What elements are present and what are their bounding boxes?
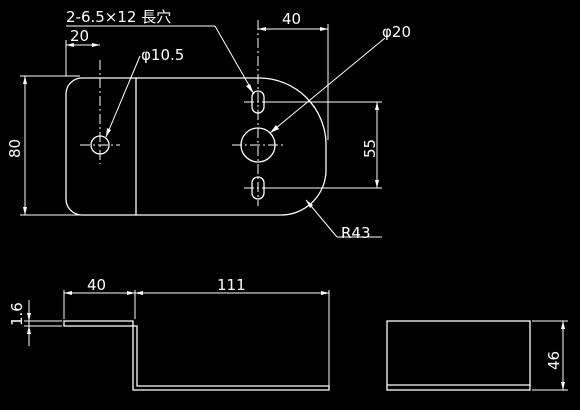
front-dim-40-arrow-l xyxy=(64,291,72,295)
radius-leader-arrow xyxy=(306,200,313,208)
dim-40-arrow-l xyxy=(258,27,266,31)
dim-slot-spacing-text: 40 xyxy=(282,10,301,28)
plan-view: 20 2-6.5×12 長穴 40 φ20 φ10.5 80 55 xyxy=(6,8,411,242)
dim-40-arrow-r xyxy=(320,27,328,31)
dim-height-text: 80 xyxy=(6,139,24,158)
small-hole-leader-arrow xyxy=(106,128,111,137)
side-outline xyxy=(386,320,531,391)
slot-leader-arrow xyxy=(246,84,254,94)
front-view: 40 111 1.6 xyxy=(8,276,330,391)
dim-80-arrow-b xyxy=(23,207,27,215)
dim-20-arrow-r xyxy=(92,43,100,47)
slot-callout-text: 2-6.5×12 長穴 xyxy=(66,8,171,26)
front-dim-111-arrow-l xyxy=(135,291,143,295)
dim-55-arrow-b xyxy=(375,180,379,188)
front-dim-111-arrow-r xyxy=(321,291,329,295)
thickness-arrow-b xyxy=(27,326,31,334)
dim-radius-text: R43 xyxy=(341,224,371,242)
dim-55-arrow-t xyxy=(375,102,379,110)
dim-length-text: 111 xyxy=(217,276,246,294)
large-hole-leader xyxy=(269,37,386,134)
dim-20-arrow-l xyxy=(66,43,74,47)
dim-hole-offset-text: 20 xyxy=(70,27,89,45)
side-dim-arrow-b xyxy=(561,382,565,390)
dim-large-hole-dia-text: φ20 xyxy=(382,23,411,41)
dim-width-text: 46 xyxy=(545,351,563,370)
side-view: 46 xyxy=(386,320,568,391)
plate-outline xyxy=(65,77,327,216)
front-dim-40-arrow-r xyxy=(127,291,135,295)
dim-thickness-text: 1.6 xyxy=(8,302,26,326)
dim-small-hole-dia-text: φ10.5 xyxy=(141,46,184,64)
side-dim-arrow-t xyxy=(561,321,565,329)
thickness-arrow-t xyxy=(27,313,31,321)
dim-flange-text: 40 xyxy=(87,276,106,294)
profile-outline xyxy=(63,320,330,391)
small-hole-leader xyxy=(105,55,141,138)
dim-80-arrow-t xyxy=(23,76,27,84)
slot-leader xyxy=(214,25,255,95)
dim-slot-pitch-text: 55 xyxy=(361,139,379,158)
large-hole-leader-arrow xyxy=(270,125,279,133)
